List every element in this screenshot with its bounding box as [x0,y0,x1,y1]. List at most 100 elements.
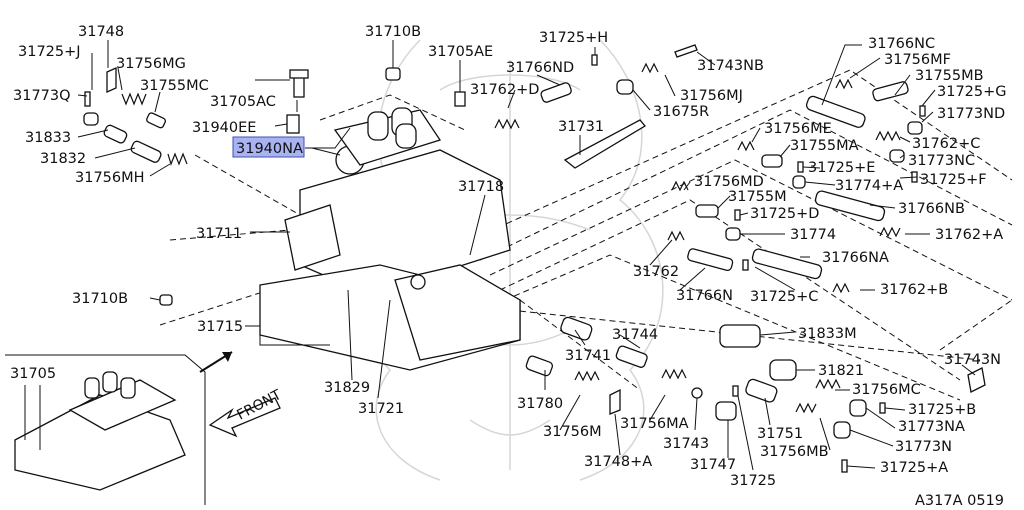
label-31756mj[interactable]: 31756MJ [680,88,743,104]
label-31721[interactable]: 31721 [358,401,404,417]
label-31725-d[interactable]: 31725+D [750,206,819,222]
label-31762-d[interactable]: 31762+D [470,82,539,98]
label-31731[interactable]: 31731 [558,119,604,135]
plug-31747 [715,401,737,421]
nut-31710b-top [385,67,401,81]
label-31755ma[interactable]: 31755MA [790,138,859,154]
label-31762-c[interactable]: 31762+C [912,136,980,152]
pin-31725c [742,259,749,271]
label-31725-e[interactable]: 31725+E [808,160,875,176]
label-31756mc[interactable]: 31756MC [852,382,921,398]
component-parts [83,44,986,473]
label-31829[interactable]: 31829 [324,380,370,396]
label-31832[interactable]: 31832 [40,151,86,167]
plug-31773nc [889,149,905,163]
label-31718[interactable]: 31718 [458,179,504,195]
pin-31725a [841,459,848,473]
spring-31762d [494,118,520,130]
pin-31725b [879,402,886,414]
inset-assembly-view [5,351,281,505]
label-31756mg[interactable]: 31756MG [116,56,186,72]
label-31711[interactable]: 31711 [196,226,242,242]
label-31773nd[interactable]: 31773ND [937,106,1005,122]
plug-31773n [833,421,851,439]
label-31725-f[interactable]: 31725+F [920,172,987,188]
label-31725-g[interactable]: 31725+G [937,84,1007,100]
label-31766nc[interactable]: 31766NC [868,36,935,52]
label-31833[interactable]: 31833 [25,130,71,146]
label-31773nc[interactable]: 31773NC [908,153,975,169]
label-31766n[interactable]: 31766N [676,288,733,304]
label-31756mh[interactable]: 31756MH [75,170,145,186]
pin-31725e [797,161,804,173]
label-31821[interactable]: 31821 [818,363,864,379]
label-31756me[interactable]: 31756ME [764,121,832,137]
label-31741[interactable]: 31741 [565,348,611,364]
label-31756m[interactable]: 31756M [543,424,602,440]
spring-31756mh [167,152,188,166]
label-31756mf[interactable]: 31756MF [884,52,951,68]
label-31743[interactable]: 31743 [663,436,709,452]
label-31762-b[interactable]: 31762+B [880,282,948,298]
label-31774[interactable]: 31774 [790,227,836,243]
label-31940ee[interactable]: 31940EE [192,120,256,136]
spring-31756md [671,180,689,192]
plug-31773na [849,399,867,417]
label-31705ac[interactable]: 31705AC [210,94,276,110]
highlight-box [232,136,305,158]
label-31766na[interactable]: 31766NA [822,250,889,266]
label-31705ae[interactable]: 31705AE [428,44,493,60]
label-31725-h[interactable]: 31725+H [539,30,608,46]
label-31725-b[interactable]: 31725+B [908,402,976,418]
label-31766nb[interactable]: 31766NB [898,201,965,217]
label-31710b-low[interactable]: 31710B [72,291,128,307]
plug-31675r [616,79,634,95]
label-31725-c[interactable]: 31725+C [750,289,818,305]
label-31725[interactable]: 31725 [730,473,776,489]
label-31751[interactable]: 31751 [757,426,803,442]
valve-31766n [687,248,734,271]
label-31715[interactable]: 31715 [197,319,243,335]
label-31755mb[interactable]: 31755MB [915,68,984,84]
label-31743nb[interactable]: 31743NB [697,58,764,74]
label-31743n[interactable]: 31743N [944,352,1001,368]
label-31747[interactable]: 31747 [690,457,736,473]
pin-31725d [734,209,741,221]
rod-31731 [563,119,646,169]
label-31675r[interactable]: 31675R [653,104,709,120]
label-31756md[interactable]: 31756MD [694,174,764,190]
valve-31751 [745,378,778,403]
plug-31744 [615,345,648,368]
label-31762-a[interactable]: 31762+A [935,227,1003,243]
plate-31748 [106,66,117,94]
label-31833m[interactable]: 31833M [798,326,857,342]
label-31748[interactable]: 31748 [78,24,124,40]
diagram-code: A317A 0519 [915,493,1004,509]
label-31762[interactable]: 31762 [633,264,679,280]
plug-31773q [83,112,99,126]
plug-31773nd [907,121,923,135]
label-31773na[interactable]: 31773NA [898,419,965,435]
spring-31756mg [121,92,147,106]
label-31774-a[interactable]: 31774+A [835,178,903,194]
label-31755m[interactable]: 31755M [728,189,787,205]
label-31940na[interactable]: 31940NA [236,141,303,157]
label-31756ma[interactable]: 31756MA [620,416,689,432]
label-31773q[interactable]: 31773Q [13,88,71,104]
label-31773n[interactable]: 31773N [895,439,952,455]
label-31710b-top[interactable]: 31710B [365,24,421,40]
plug-31774a [792,175,806,189]
pin-31725g [919,105,926,117]
label-31725-a[interactable]: 31725+A [880,460,948,476]
label-31725-j[interactable]: 31725+J [18,44,81,60]
plate-31743n [967,367,986,393]
label-31748-a[interactable]: 31748+A [584,454,652,470]
label-31766nd[interactable]: 31766ND [506,60,574,76]
label-31705[interactable]: 31705 [10,366,56,382]
plug-31755ma [761,154,783,168]
plug-31755mb [872,81,909,102]
label-31744[interactable]: 31744 [612,327,658,343]
label-31755mc[interactable]: 31755MC [140,78,209,94]
label-31756mb[interactable]: 31756MB [760,444,829,460]
label-31780[interactable]: 31780 [517,396,563,412]
